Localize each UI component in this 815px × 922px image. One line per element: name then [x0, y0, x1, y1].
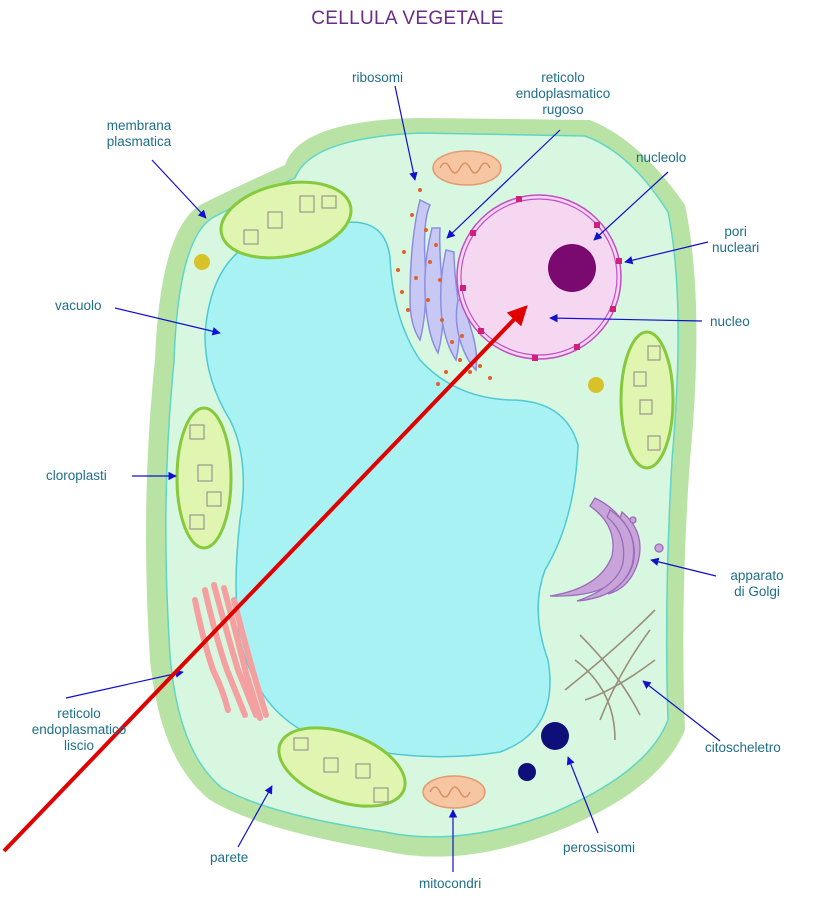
- label-nucleo: nucleo: [710, 314, 750, 330]
- chloroplast-right: [621, 332, 673, 468]
- mitochondrion-top: [433, 151, 501, 185]
- label-cloroplasti: cloroplasti: [46, 468, 107, 484]
- peroxisome: [518, 763, 536, 781]
- label-perossisomi: perossisomi: [563, 840, 635, 856]
- label-nucleolo: nucleolo: [636, 150, 686, 166]
- label-vacuolo: vacuolo: [55, 298, 102, 314]
- nucleolus: [548, 244, 596, 292]
- plastid-dot: [194, 254, 210, 270]
- chloroplast-left: [177, 408, 231, 548]
- mitochondrion-bottom: [423, 776, 485, 808]
- label-mitocondri: mitocondri: [419, 876, 481, 892]
- label-citoscheletro: citoscheletro: [705, 740, 781, 756]
- label-parete: parete: [210, 850, 248, 866]
- peroxisome: [541, 722, 569, 750]
- label-ribosomi: ribosomi: [352, 70, 403, 86]
- plastid-dot: [588, 377, 604, 393]
